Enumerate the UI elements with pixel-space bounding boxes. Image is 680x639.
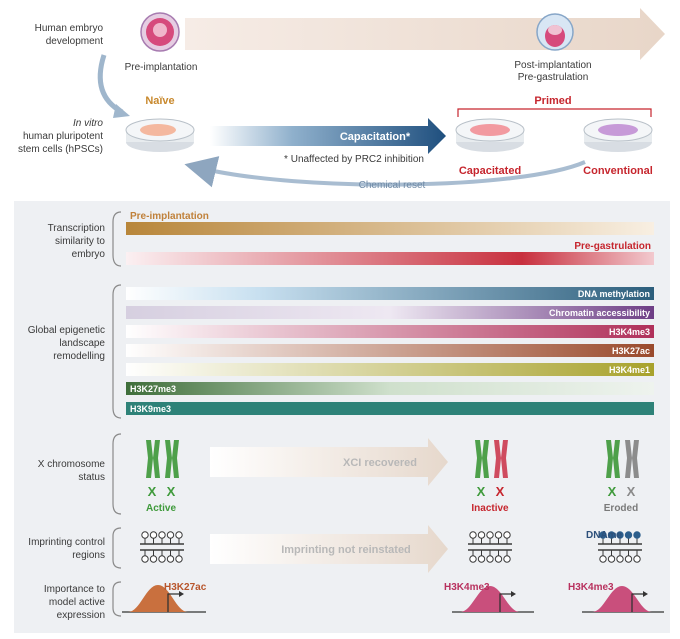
derivation-arrowhead [113,104,130,118]
comparison-panel [14,201,670,633]
capacitation-label: Capacitation* [340,131,411,143]
naive-label: Naïve [145,95,174,107]
capacitated-label: Capacitated [459,165,521,177]
x-status-label-2: status [78,472,105,483]
chemical-reset-arrow [184,156,586,188]
transcription-bracket [112,211,122,267]
x-mark: X [627,484,636,499]
h3k9me3-bar [126,402,654,415]
active-x-chromosomes-icon [146,440,179,478]
imprinting-label-1: Imprinting control [28,537,105,548]
h3k27ac-bar [126,344,654,357]
capacitated-dish-icon [455,118,525,152]
dna-methylation-bar [126,287,654,300]
row-label-hpsc-1: human pluripotent [23,131,103,142]
imprinting-bracket [112,527,122,569]
conventional-label: Conventional [583,165,653,177]
h3k4me1-label: H3K4me1 [609,365,650,375]
h3k4me3-peak-icon [452,586,534,613]
imprinting-label-2: regions [72,550,105,561]
imprinting-region-icon [140,531,184,563]
pre-gastrulation-similarity-bar [126,252,654,265]
row-label-hpsc-2: stem cells (hPSCs) [18,144,103,155]
importance-label-2: model active [49,597,106,608]
chemical-reset-label: Chemical reset [359,180,426,191]
epigenetic-label-2: landscape [59,338,105,349]
h3k9me3-label: H3K9me3 [130,404,171,414]
chromatin-accessibility-bar [126,306,654,319]
h3k4me3-bar [126,325,654,338]
h3k4me3-label: H3K4me3 [609,327,650,337]
row-label-embryo-2: development [46,36,103,47]
x-mark: X [167,484,176,499]
dna-methylation-label: DNA methylation [578,289,650,299]
inactive-x-chromosomes-icon [475,440,508,478]
importance-label-3: expression [57,610,105,621]
importance-bracket [112,581,122,617]
primed-label: Primed [534,95,571,107]
row-label-invitro: In vitro [73,118,103,129]
development-arrow [185,8,665,60]
x-mark: X [608,484,617,499]
x-status-bracket [112,433,122,515]
post-implantation-label-1: Post-implantation [514,60,591,71]
imprinting-region-methylated-icon [598,531,642,563]
imprinting-arrow [210,525,448,573]
x-mark: X [477,484,486,499]
epigenetic-bracket [112,284,122,419]
h3k27ac-label: H3K27ac [612,346,650,356]
x-status-label-1: X chromosome [38,459,106,470]
naive-dish-icon [125,118,195,152]
h3k4me3-peak-icon [582,586,664,613]
h3k4me1-bar [126,363,654,376]
dname-label: DNAme [586,530,623,541]
pre-implantation-label: Pre-implantation [125,62,198,73]
pre-gastrulation-bar-label: Pre-gastrulation [574,241,651,252]
chromatin-accessibility-label: Chromatin accessibility [549,308,650,318]
footnote: * Unaffected by PRC2 inhibition [284,154,424,165]
h3k4me3-mark-label: H3K4me3 [568,582,614,593]
pre-implantation-similarity-bar [126,222,654,235]
conventional-dish-icon [583,118,653,152]
primed-bracket [457,108,652,117]
h3k4me3-mark-label: H3K4me3 [444,582,490,593]
importance-label-1: Importance to [44,584,106,595]
imprinting-not-label: Imprinting not reinstated [281,544,411,556]
eroded-x-chromosomes-icon [606,440,639,478]
xci-recovered-arrow [210,438,448,486]
inactive-label: Inactive [471,503,509,514]
transcription-label-3: embryo [72,249,106,260]
x-mark: X [148,484,157,499]
capacitation-arrow [210,118,446,154]
transcription-label-2: similarity to [55,236,105,247]
epigenetic-label-3: remodelling [53,351,105,362]
blastocyst-icon [140,12,180,52]
eroded-label: Eroded [604,503,638,514]
epigenetic-label-1: Global epigenetic [28,325,105,336]
post-implantation-label-2: Pre-gastrulation [518,72,589,83]
imprinting-region-icon [468,531,512,563]
h3k27ac-mark-label: H3K27ac [164,582,207,593]
h3k27ac-peak-icon [122,585,206,613]
x-mark: X [496,484,505,499]
row-label-embryo-1: Human embryo [35,23,104,34]
transcription-label-1: Transcription [48,223,105,234]
h3k27me3-bar [126,382,654,395]
active-label: Active [146,503,176,514]
h3k27me3-label: H3K27me3 [130,384,176,394]
derivation-curve-arrow [97,54,124,115]
xci-recovered-label: XCI recovered [343,457,417,469]
pre-implantation-bar-label: Pre-implantation [130,211,209,222]
post-implantation-embryo-icon [536,13,574,51]
